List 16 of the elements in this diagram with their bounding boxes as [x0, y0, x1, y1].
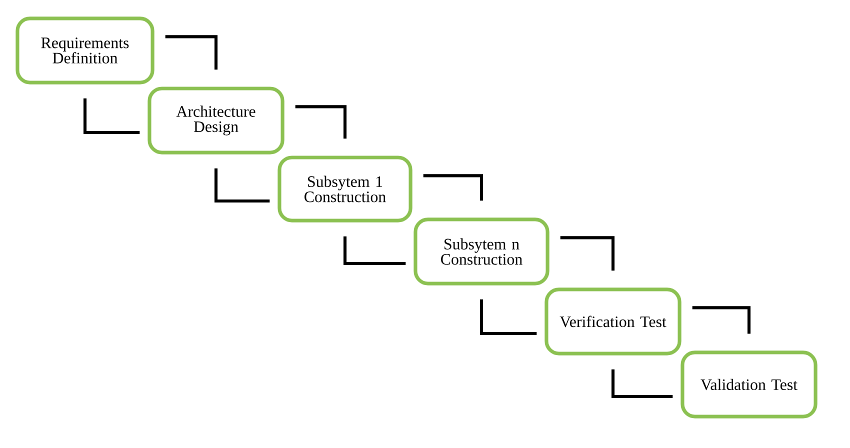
- connector-line: [83, 98, 140, 134]
- connector-line: [214, 168, 270, 203]
- connector-line: [295, 105, 347, 139]
- process-box: Subsytem 1 Construction: [278, 156, 412, 222]
- process-box: Verification Test: [544, 288, 682, 356]
- connector-line: [480, 299, 537, 336]
- connector-line: [611, 369, 673, 398]
- connector-line: [560, 236, 615, 271]
- process-box: Architecture Design: [148, 86, 284, 154]
- connector-line: [165, 35, 218, 70]
- connector-line: [343, 236, 406, 266]
- connector-line: [692, 306, 751, 334]
- process-box: Requirements Definition: [16, 16, 154, 84]
- process-box: Validation Test: [680, 350, 818, 418]
- process-box: Subsytem n Construction: [414, 218, 550, 286]
- connector-line: [423, 174, 484, 201]
